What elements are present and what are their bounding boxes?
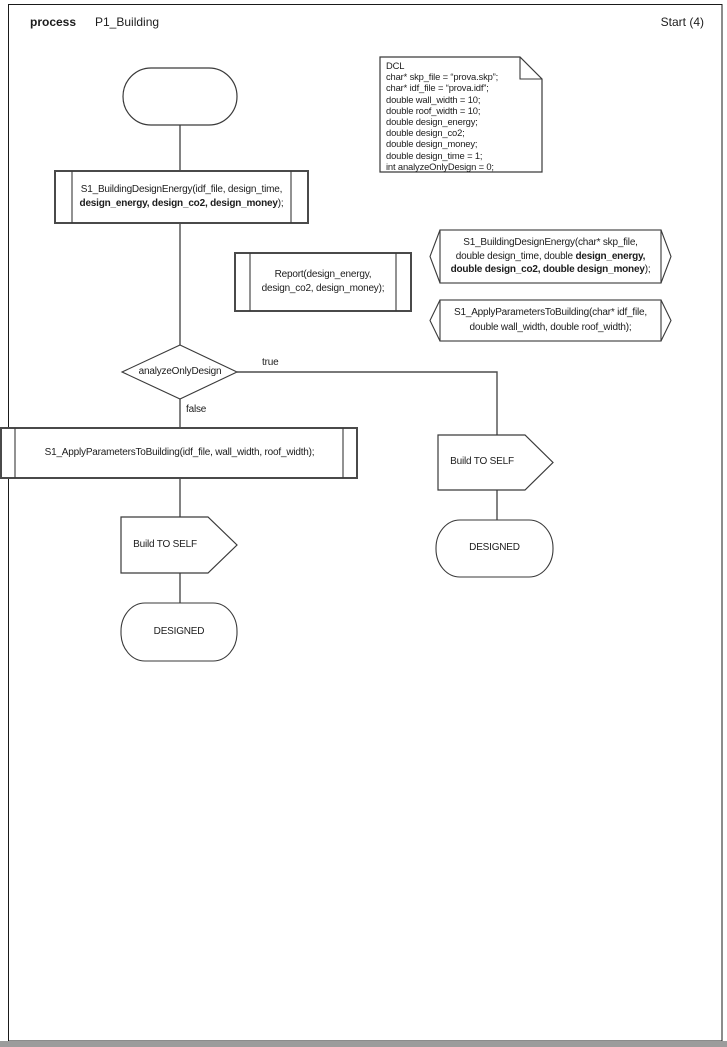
decision-label: analyzeOnlyDesign (138, 365, 222, 377)
dcl-line: int analyzeOnlyDesign = 0; (386, 160, 494, 172)
decl-energy-line1: S1_BuildingDesignEnergy(char* skp_file, (463, 236, 638, 248)
decl-apply-line1: S1_ApplyParametersToBuilding(char* idf_f… (454, 307, 647, 319)
designed-left-shape (120, 602, 238, 662)
dcl-line: DCL (386, 60, 405, 71)
report-shape (234, 252, 412, 312)
designed-right-label: DESIGNED (469, 542, 520, 554)
dcl-note-text: DCL char* skp_file = “prova.skp”; char* … (386, 60, 538, 172)
header-process-name: P1_Building (95, 15, 160, 29)
start-terminator-shape (122, 67, 238, 126)
process2-shape (0, 427, 358, 479)
process1-line2: design_energy, design_co2, design_money)… (79, 198, 284, 209)
report-line1: Report(design_energy, (274, 268, 372, 280)
dcl-line: double design_money; (386, 138, 478, 150)
page-border (8, 4, 723, 1042)
designed-right-shape (435, 519, 554, 578)
dcl-line: char* skp_file = “prova.skp”; (386, 71, 499, 83)
dcl-line: char* idf_file = “prova.idf”; (386, 82, 489, 94)
false-branch-label: false (186, 404, 207, 415)
decl-energy-line3: double design_co2, double design_money); (450, 264, 651, 276)
header-page-ref: Start (4) (660, 15, 704, 29)
build-left-label: Build TO SELF (133, 538, 197, 550)
flow-wires (179, 125, 498, 603)
build-right-label: Build TO SELF (450, 456, 514, 468)
build-left-shape (120, 516, 238, 574)
designed-left-label: DESIGNED (153, 625, 205, 637)
decl-energy-line2: double design_time, double design_energy… (455, 250, 646, 262)
header-kind-label: process (30, 15, 77, 29)
process1-label: S1_BuildingDesignEnergy(idf_file, design… (58, 171, 305, 223)
dcl-line: double wall_width = 10; (386, 93, 481, 105)
build-right-shape (437, 434, 554, 491)
wire-true-branch (237, 371, 498, 435)
process1-shape (54, 170, 309, 224)
report-line2: design_co2, design_money); (261, 283, 385, 294)
decision-diamond-shape (120, 344, 239, 400)
decl-apply-shape (429, 299, 672, 342)
process2-label: S1_ApplyParametersToBuilding(idf_file, w… (44, 446, 315, 458)
dcl-note-shape (379, 56, 543, 173)
page-bottom-bar (0, 1041, 727, 1047)
dcl-line: double roof_width = 10; (386, 104, 481, 116)
dcl-line: double design_co2; (386, 127, 465, 139)
dcl-line: double design_energy; (386, 116, 478, 128)
report-label: Report(design_energy, design_co2, design… (252, 253, 394, 311)
true-branch-label: true (262, 357, 279, 368)
decl-energy-shape (429, 229, 672, 284)
dcl-line: double design_time = 1; (386, 149, 483, 161)
decl-apply-line2: double wall_width, double roof_width); (469, 321, 632, 333)
decl-apply-label: S1_ApplyParametersToBuilding(char* idf_f… (441, 300, 660, 341)
decl-energy-label: S1_BuildingDesignEnergy(char* skp_file, … (441, 230, 660, 283)
process1-line1: S1_BuildingDesignEnergy(idf_file, design… (80, 183, 283, 195)
